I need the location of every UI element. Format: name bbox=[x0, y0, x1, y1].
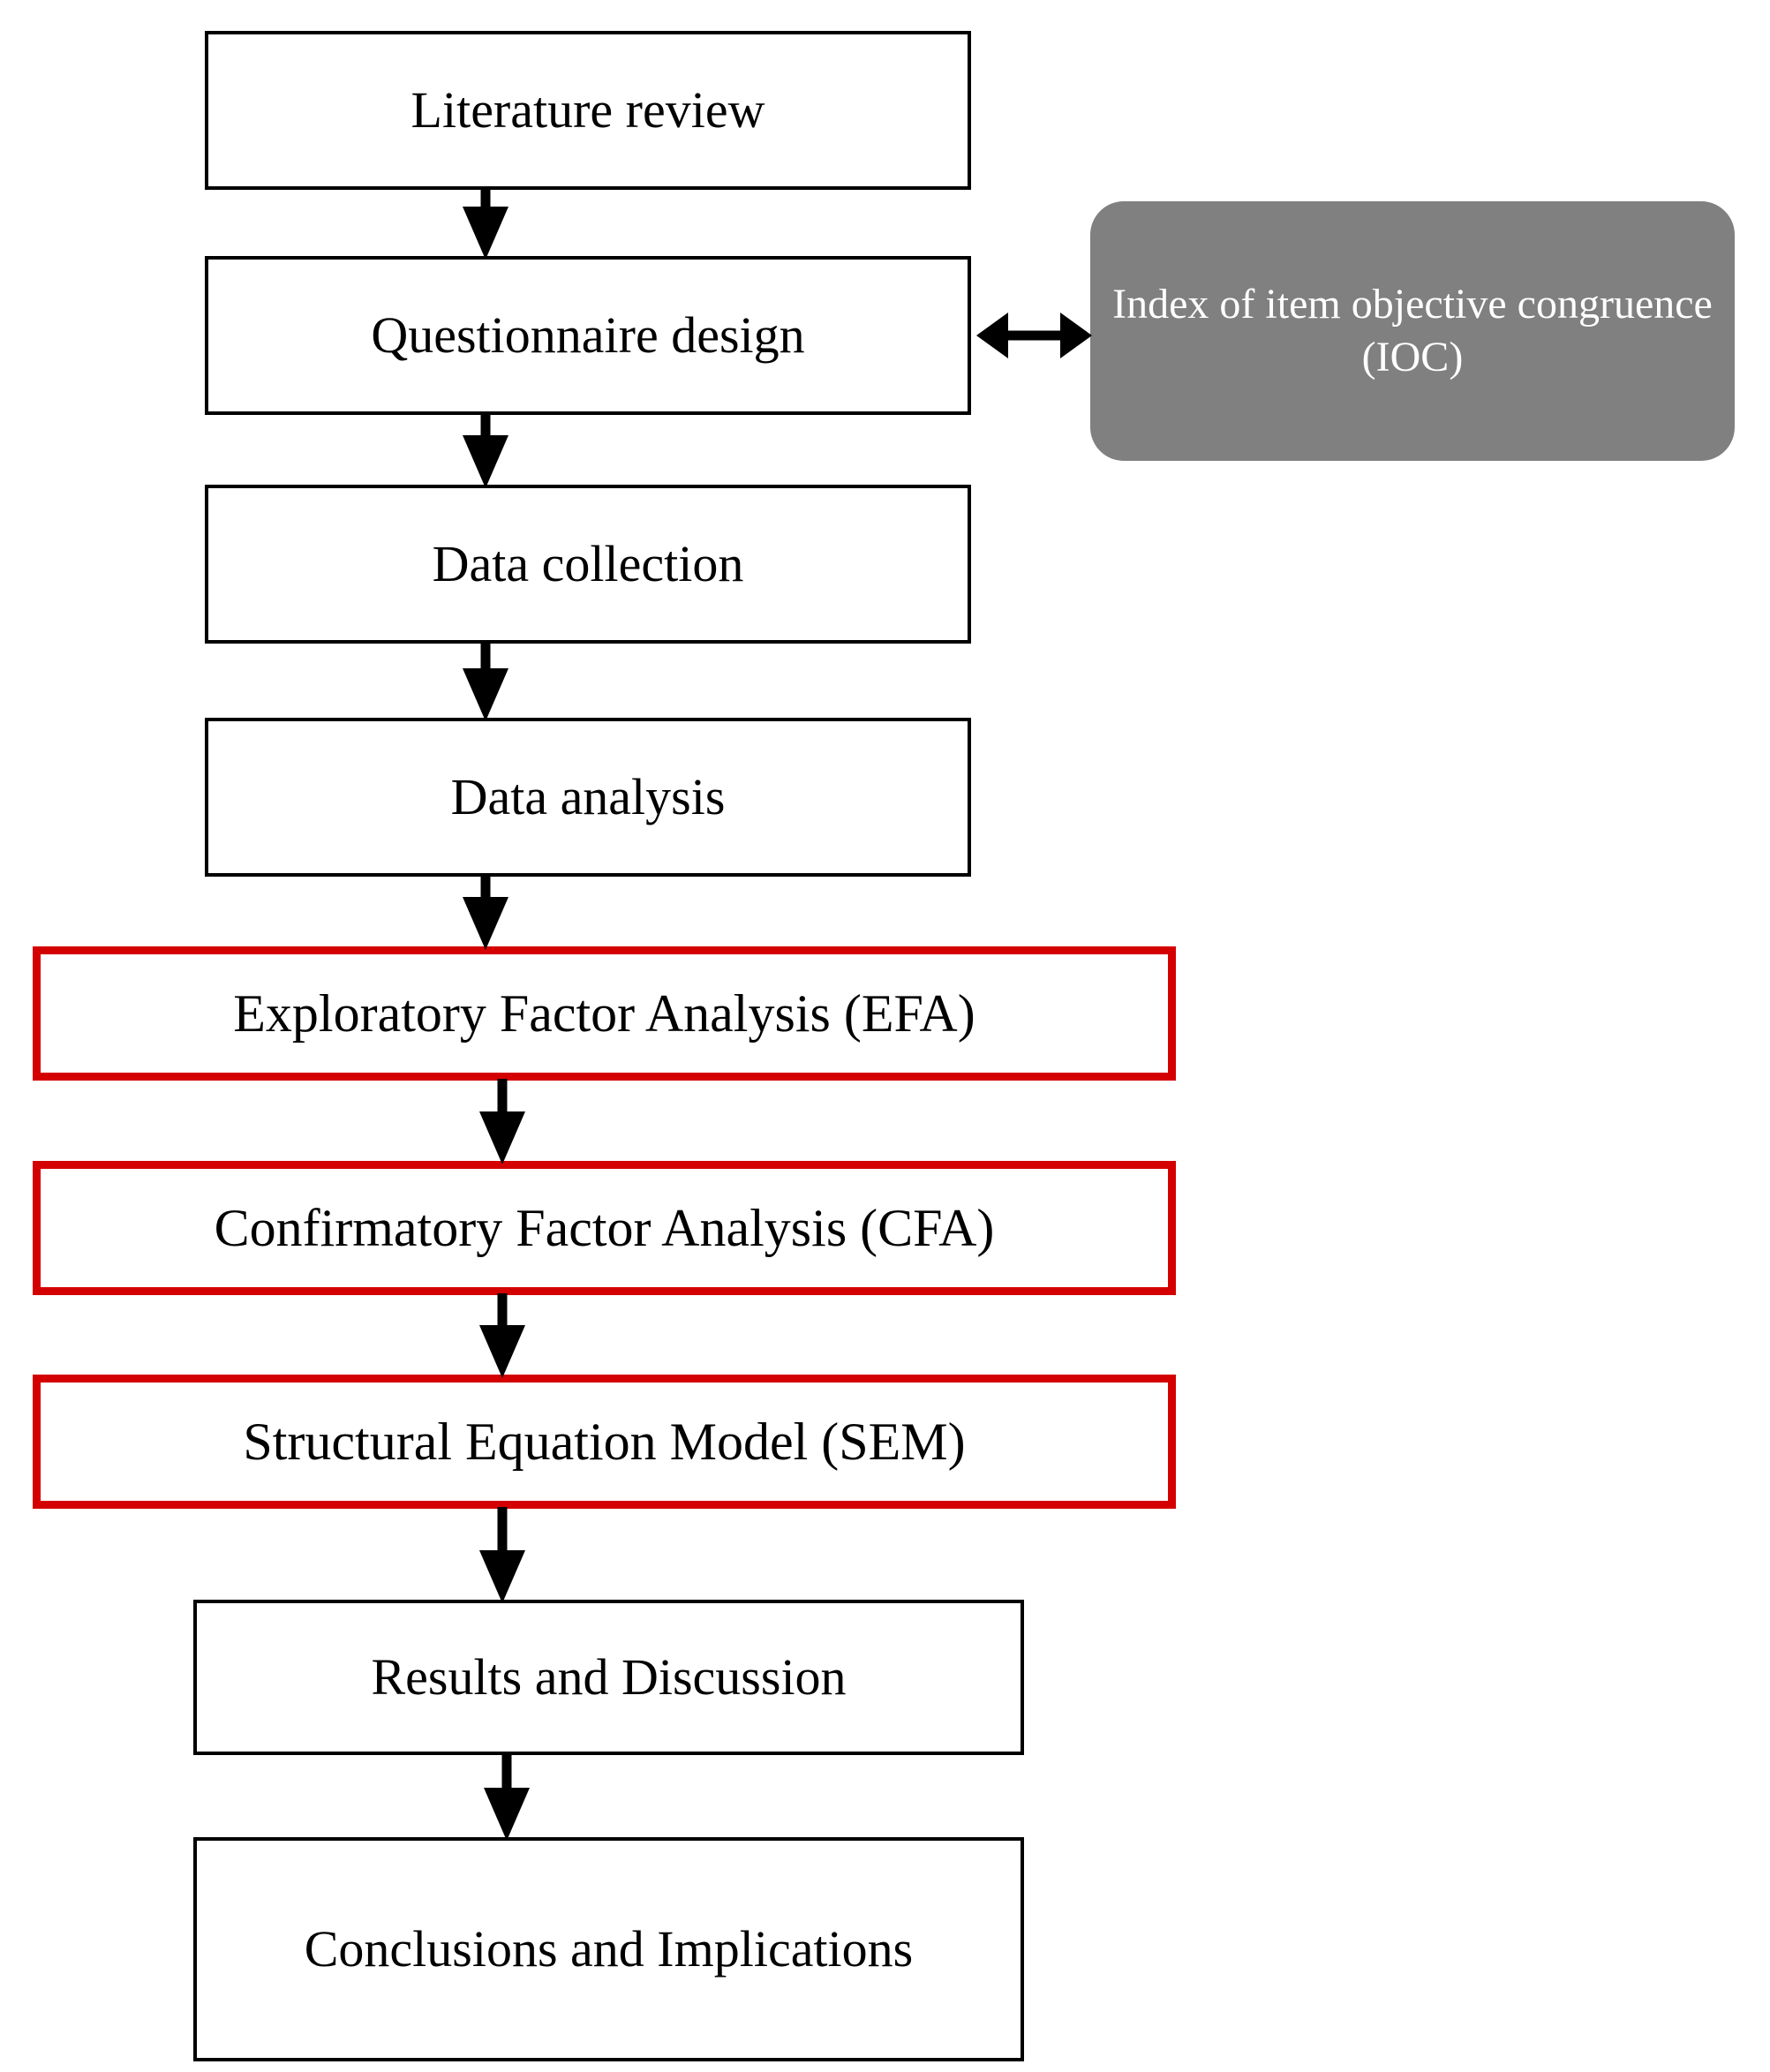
arrow-sem-to-results bbox=[476, 1507, 529, 1603]
arrow-collection-to-analysis bbox=[459, 642, 512, 721]
node-literature-review[interactable]: Literature review bbox=[205, 31, 971, 190]
node-label-conclusions-and-implications: Conclusions and Implications bbox=[304, 1919, 914, 1978]
node-questionnaire-design[interactable]: Questionnaire design bbox=[205, 256, 971, 415]
node-label-exploratory-factor-analysis: Exploratory Factor Analysis (EFA) bbox=[233, 983, 975, 1043]
node-label-questionnaire-design: Questionnaire design bbox=[371, 305, 805, 364]
node-label-structural-equation-model: Structural Equation Model (SEM) bbox=[243, 1412, 966, 1471]
node-confirmatory-factor-analysis[interactable]: Confirmatory Factor Analysis (CFA) bbox=[33, 1161, 1176, 1295]
node-conclusions-and-implications[interactable]: Conclusions and Implications bbox=[193, 1837, 1024, 2061]
arrow-efa-to-cfa bbox=[476, 1079, 529, 1164]
node-index-of-item-objective-congruence[interactable]: Index of item objective congruence (IOC) bbox=[1090, 201, 1735, 461]
node-exploratory-factor-analysis[interactable]: Exploratory Factor Analysis (EFA) bbox=[33, 946, 1176, 1081]
node-label-data-analysis: Data analysis bbox=[450, 767, 726, 825]
node-data-analysis[interactable]: Data analysis bbox=[205, 718, 971, 877]
node-label-results-and-discussion: Results and Discussion bbox=[371, 1647, 847, 1706]
arrow-analysis-to-efa bbox=[459, 875, 512, 950]
node-label-data-collection: Data collection bbox=[432, 534, 744, 592]
node-structural-equation-model[interactable]: Structural Equation Model (SEM) bbox=[33, 1375, 1176, 1509]
node-data-collection[interactable]: Data collection bbox=[205, 485, 971, 644]
node-label-index-of-item-objective-congruence: Index of item objective congruence (IOC) bbox=[1112, 281, 1713, 380]
arrow-cfa-to-sem bbox=[476, 1293, 529, 1378]
node-results-and-discussion[interactable]: Results and Discussion bbox=[193, 1600, 1024, 1755]
node-label-literature-review: Literature review bbox=[410, 80, 765, 139]
arrow-results-to-conclusions bbox=[480, 1753, 533, 1841]
arrow-questionnaire-to-collection bbox=[459, 413, 512, 488]
node-label-confirmatory-factor-analysis: Confirmatory Factor Analysis (CFA) bbox=[214, 1198, 995, 1257]
arrow-questionnaire-to-ioc bbox=[976, 308, 1092, 363]
arrow-literature-to-questionnaire bbox=[459, 188, 512, 260]
